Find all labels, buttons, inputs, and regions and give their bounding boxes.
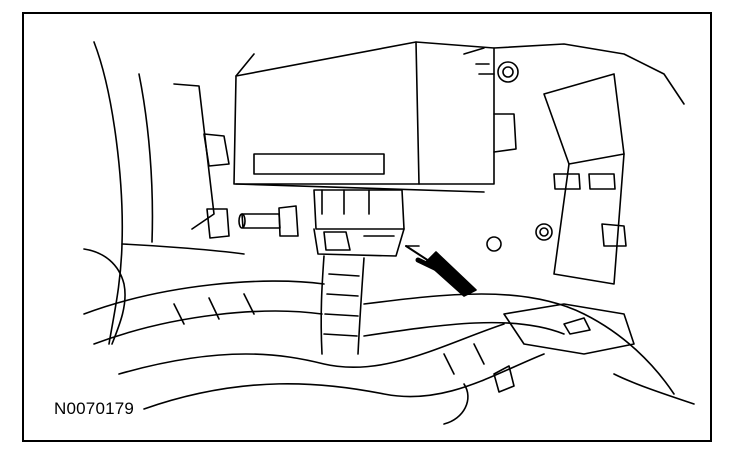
electrical-connector <box>313 189 405 257</box>
bolt-stud <box>238 205 299 237</box>
connector-illustration <box>83 41 695 425</box>
diagram-frame: N0070179 <box>22 12 712 442</box>
figure-id-label: N0070179 <box>54 399 135 418</box>
body-panel-left <box>83 41 245 345</box>
callout-arrow <box>405 245 477 297</box>
lower-bracket <box>443 303 695 425</box>
bracket-right <box>486 43 685 285</box>
wiring-harness <box>83 255 675 410</box>
module-housing <box>233 41 495 193</box>
